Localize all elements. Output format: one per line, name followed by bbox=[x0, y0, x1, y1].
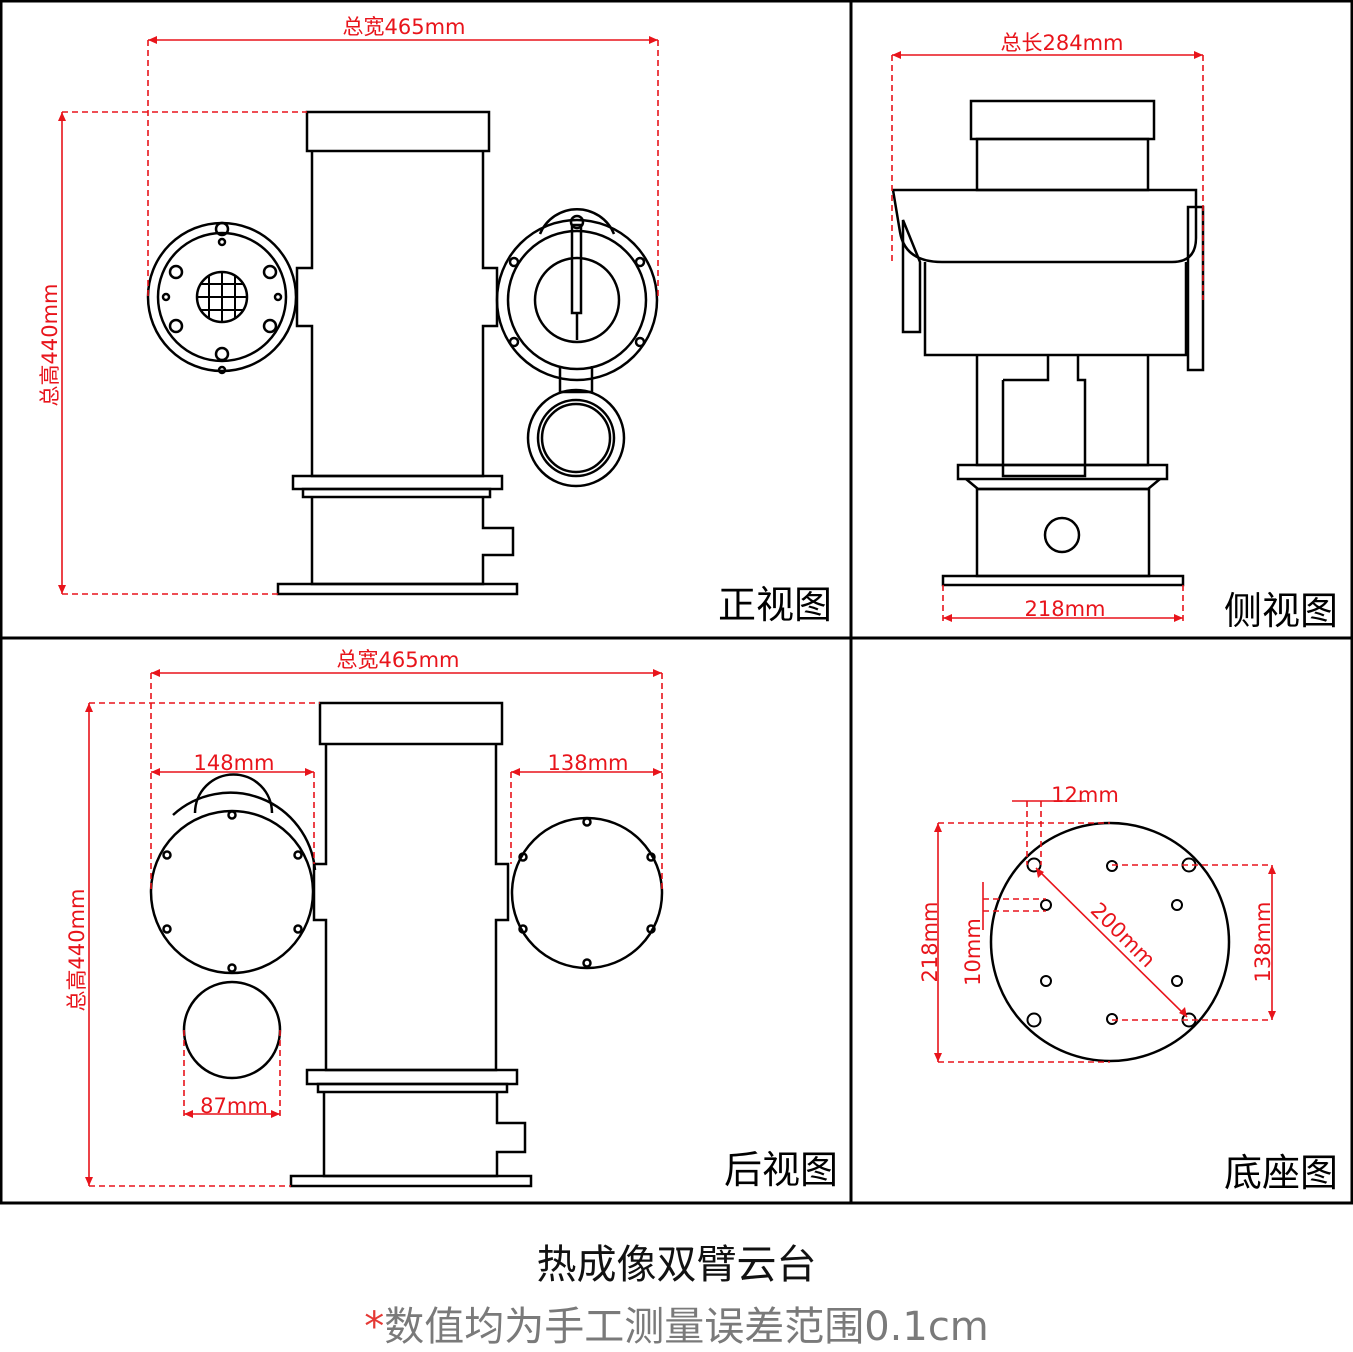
rear-view-dimensions bbox=[85, 669, 663, 1187]
note-text: 数值均为手工测量误差范围0.1cm bbox=[384, 1304, 989, 1350]
front-view-outline bbox=[146, 110, 659, 596]
side-length-label: 总长284mm bbox=[1001, 31, 1124, 55]
note-asterisk: * bbox=[364, 1304, 385, 1350]
rear-height-label: 总高440mm bbox=[65, 889, 89, 1012]
rear-width-label: 总宽465mm bbox=[337, 648, 460, 672]
front-view-title: 正视图 bbox=[718, 583, 832, 627]
base-inner-label: 138mm bbox=[1251, 902, 1275, 983]
front-view-dimensions bbox=[58, 36, 659, 595]
rear-small-housing-label: 87mm bbox=[200, 1094, 268, 1118]
rear-left-housing-label: 148mm bbox=[194, 751, 275, 775]
diagram-title: 热成像双臂云台 bbox=[536, 1242, 817, 1288]
rear-right-housing-label: 138mm bbox=[548, 751, 629, 775]
front-view: 总宽465mm 总高440mm 正视图 bbox=[38, 15, 832, 627]
rear-view-title: 后视图 bbox=[724, 1148, 838, 1192]
base-outer-label: 218mm bbox=[918, 902, 942, 983]
base-view: 12mm 200mm 218mm 10mm 138mm 底座图 bbox=[918, 783, 1338, 1195]
base-diagonal-label: 200mm bbox=[1086, 898, 1160, 972]
rear-view-outline bbox=[149, 701, 664, 1188]
base-offset-label: 10mm bbox=[961, 918, 985, 986]
side-base-label: 218mm bbox=[1025, 597, 1106, 621]
side-view-title: 侧视图 bbox=[1224, 589, 1338, 633]
measurement-note: *数值均为手工测量误差范围0.1cm bbox=[0, 1294, 1353, 1352]
side-view-dimensions bbox=[891, 51, 1204, 622]
front-width-label: 总宽465mm bbox=[343, 15, 466, 39]
drawing-sheet: 总宽465mm 总高440mm 正视图 bbox=[0, 0, 1353, 1205]
side-view-outline bbox=[891, 99, 1205, 587]
base-hole-label: 12mm bbox=[1051, 783, 1119, 807]
side-view: 总长284mm 218mm 侧视图 bbox=[891, 31, 1338, 633]
sheet-frame bbox=[0, 0, 1353, 1205]
base-view-dimensions bbox=[934, 800, 1276, 1063]
front-height-label: 总高440mm bbox=[38, 284, 62, 407]
base-view-title: 底座图 bbox=[1224, 1151, 1338, 1195]
rear-view: 总宽465mm 总高440mm 148mm 138mm 87mm 后视图 bbox=[65, 648, 838, 1192]
